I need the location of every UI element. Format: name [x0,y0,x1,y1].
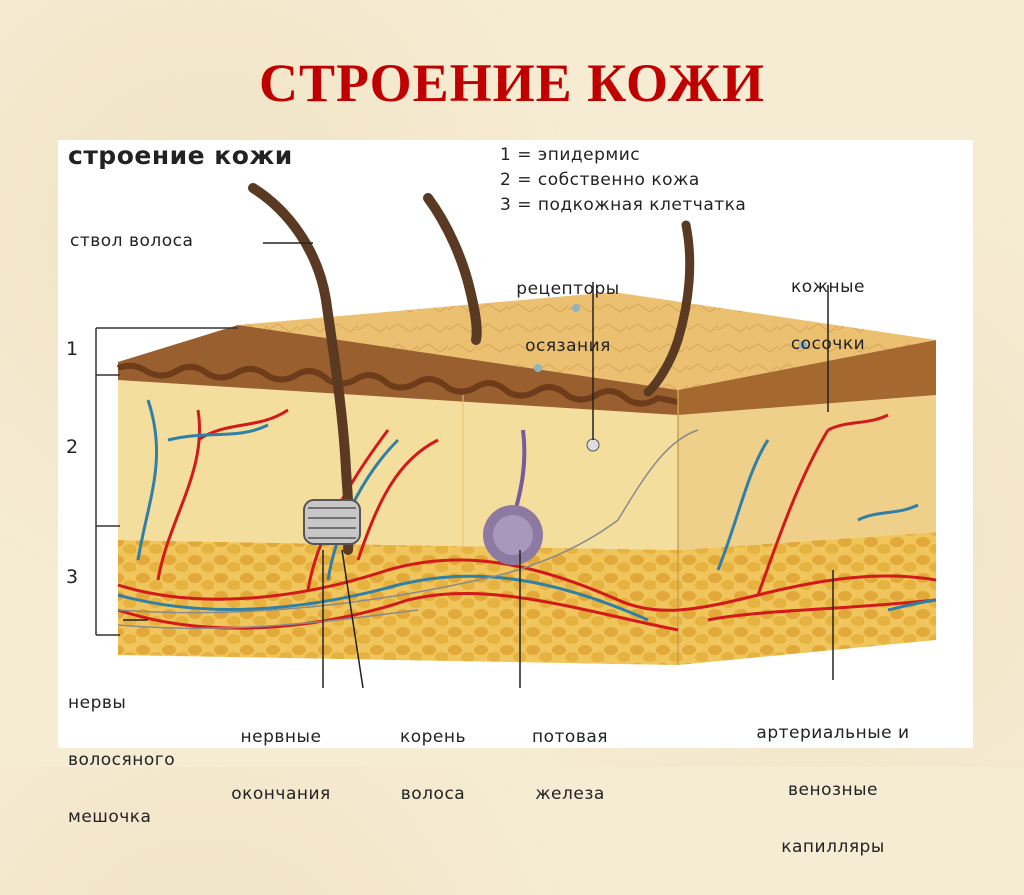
hair-with-follicle [248,183,361,555]
layer-bracket [95,327,238,636]
label-receptors: рецепторы осязания [516,279,620,356]
layer-number-1: 1 [66,338,79,360]
nerves [117,429,699,630]
label-follicle-nerves: нервы волосяного мешочка [68,693,176,827]
layer-number-2: 2 [66,436,79,458]
epidermis-top [238,292,936,390]
subcutaneous-layer-side [678,532,936,665]
sweat-gland [483,429,543,565]
arteries [117,408,937,632]
legend-item-3: 3 = подкожная клетчатка [500,195,747,215]
skin-diagram-panel: строение кожи 1 = эпидермис 2 = собствен… [58,140,973,857]
skin-diagram [95,183,937,689]
legend-item-2: 2 = собственно кожа [500,170,700,190]
hair-3 [643,220,695,397]
leader-lines [123,242,834,689]
legend-item-1: 1 = эпидермис [500,145,641,165]
label-sweat-gland: потовая железа [532,727,608,804]
label-hair-root: корень волоса [399,727,467,804]
label-nerve-endings: нервные окончания [231,727,331,804]
slide-title: СТРОЕНИЕ КОЖИ [258,53,766,113]
papillae-edge [116,362,679,407]
hair-2 [423,193,482,345]
label-hair-shaft: ствол волоса [70,231,194,251]
label-capillaries: артериальные и венозные капилляры [756,723,910,857]
layer-number-3: 3 [66,566,79,588]
diagram-title: строение кожи [68,141,293,170]
label-papillae: кожные сосочки [790,277,866,354]
epidermis-side [678,340,936,415]
veins [117,399,937,622]
